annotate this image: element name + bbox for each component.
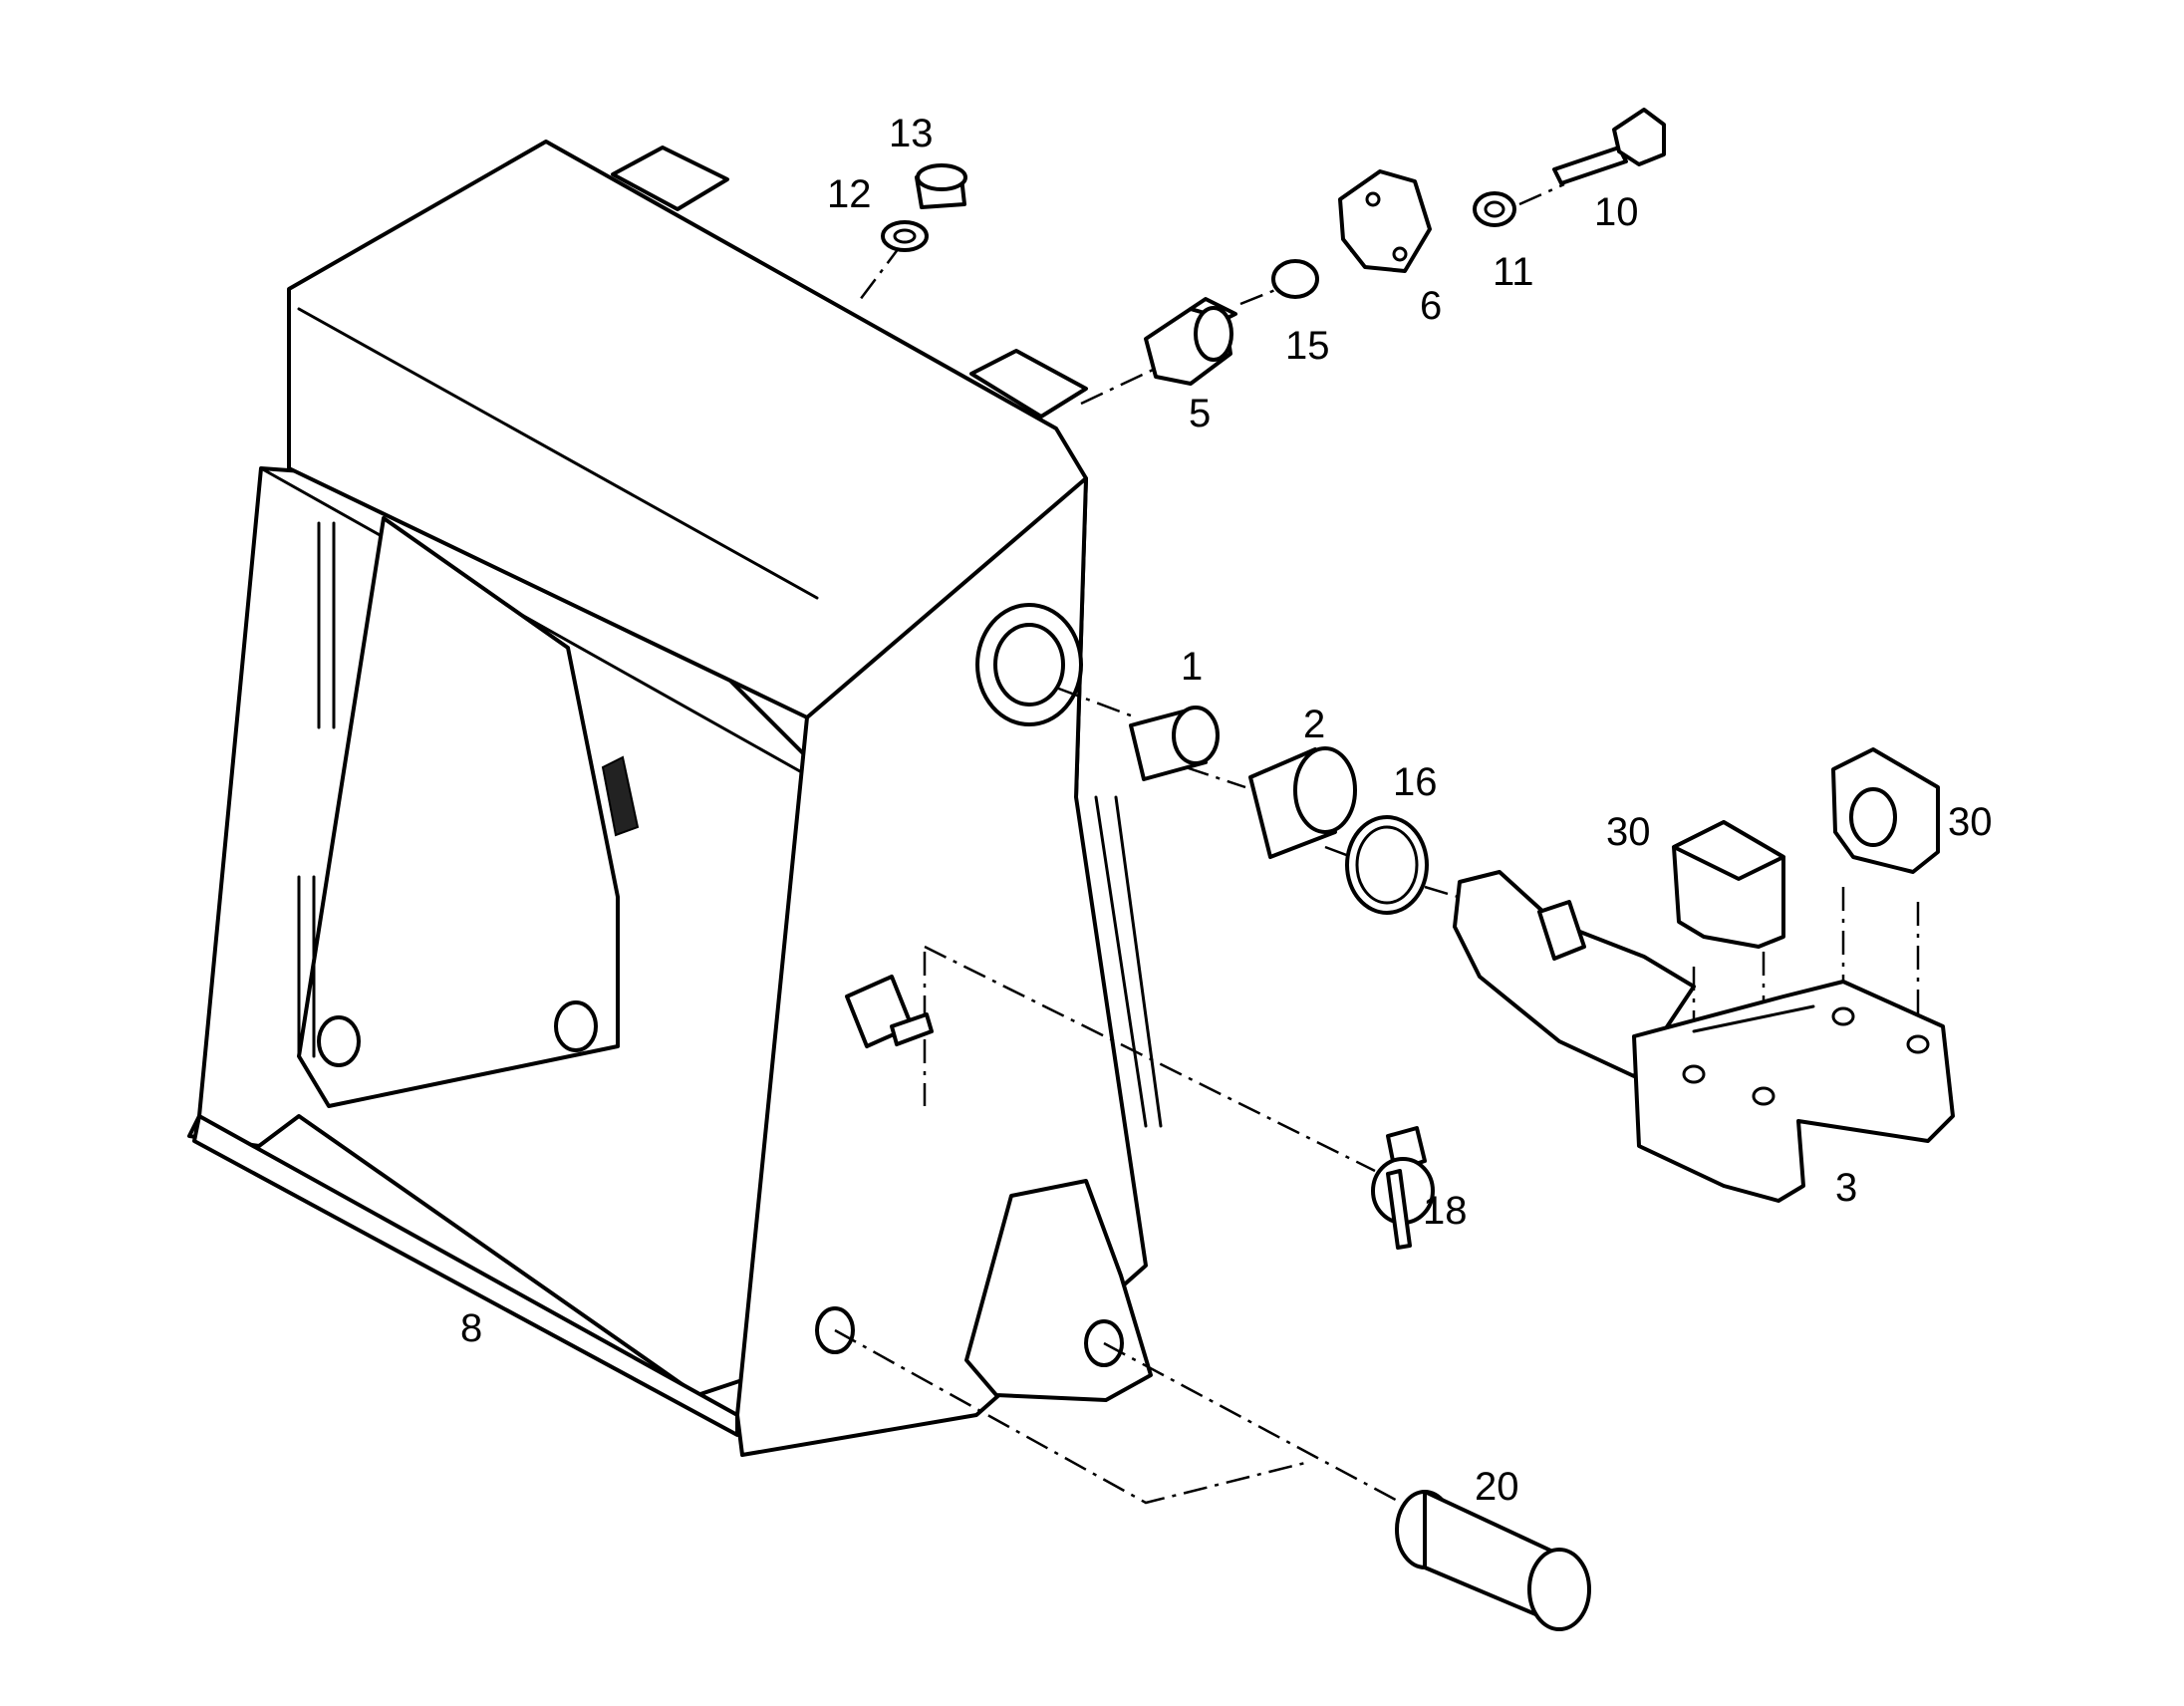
part-18-lynch-pin — [1371, 1126, 1435, 1250]
part-10-bolt — [1552, 108, 1666, 185]
callout-2: 2 — [1303, 703, 1325, 746]
callout-30-left: 30 — [1606, 810, 1651, 854]
part-6-cover-plate — [1338, 169, 1432, 273]
housing-frame — [187, 140, 1163, 1457]
callouts: 1 2 3 5 6 8 10 11 12 13 15 16 18 20 30 3… — [460, 112, 1993, 1509]
part-13-plug — [915, 163, 967, 209]
callout-10: 10 — [1594, 190, 1639, 234]
part-20-pin — [1395, 1490, 1591, 1631]
part-12-washer — [881, 220, 929, 252]
callout-5: 5 — [1189, 392, 1211, 435]
callout-12: 12 — [827, 172, 872, 216]
callout-1: 1 — [1181, 645, 1203, 689]
callout-13: 13 — [889, 112, 934, 155]
part-5-fitting — [1144, 297, 1237, 386]
part-11-washer — [1473, 191, 1516, 227]
part-1-bushing — [1129, 706, 1220, 781]
part-15-o-ring — [1271, 259, 1319, 299]
part-3-shaft-bracket — [1453, 870, 1955, 1203]
part-30-clamp-left — [1672, 820, 1785, 949]
part-2-sleeve — [1248, 746, 1357, 859]
callout-6: 6 — [1420, 284, 1442, 328]
callout-15: 15 — [1285, 324, 1330, 368]
callout-20: 20 — [1475, 1465, 1519, 1509]
callout-18: 18 — [1423, 1189, 1468, 1233]
callout-3: 3 — [1835, 1166, 1857, 1210]
callout-30-right: 30 — [1948, 800, 1993, 844]
callout-11: 11 — [1493, 250, 1534, 294]
pin-stub — [845, 975, 934, 1048]
part-30-clamp-right — [1831, 747, 1940, 874]
callout-8: 8 — [460, 1306, 482, 1350]
part-16-ring — [1345, 815, 1429, 915]
callout-16: 16 — [1393, 760, 1438, 804]
